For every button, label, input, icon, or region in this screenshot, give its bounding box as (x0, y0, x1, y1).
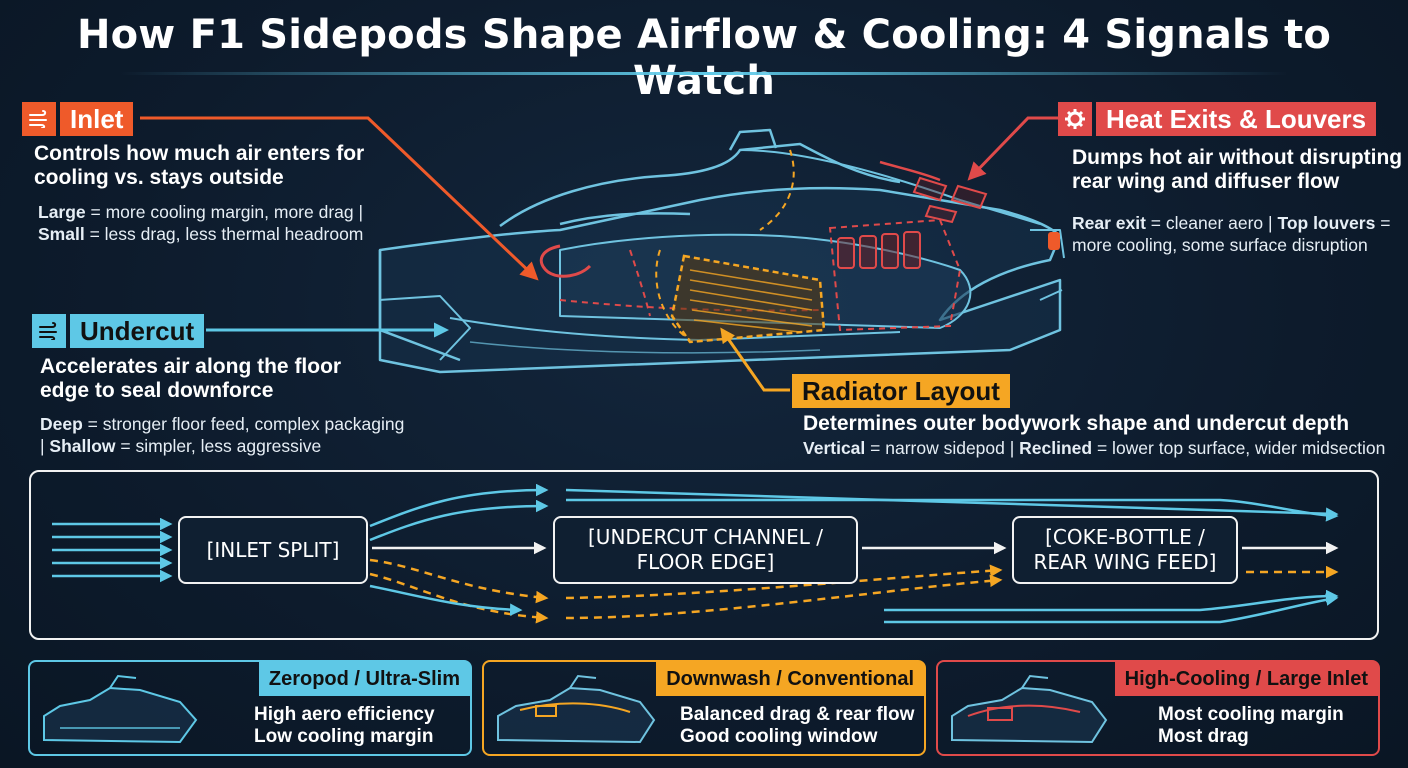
concept-line-1: Balanced drag & rear flow (680, 704, 915, 725)
undercut-node-line-2: FLOOR EDGE] (636, 550, 775, 574)
heat-exits-description: Dumps hot air without disrupting rear wi… (1072, 146, 1402, 194)
airflow-icon (32, 314, 66, 348)
inlet-split-node: [INLET SPLIT] (178, 516, 368, 584)
reclined-text: = lower top surface, wider midsection (1092, 438, 1386, 458)
radiator-header: Radiator Layout (792, 374, 1010, 408)
concept-card-zeropod: Zeropod / Ultra-Slim High aero efficienc… (28, 660, 472, 756)
airflow-path-panel (29, 470, 1379, 640)
page-title: How F1 Sidepods Shape Airflow & Cooling:… (76, 12, 1332, 104)
inlet-desc-line-1: Controls how much air enters for (34, 142, 365, 165)
concept-name: High-Cooling / Large Inlet (1114, 662, 1378, 696)
undercut-label: Undercut (70, 314, 205, 348)
inlet-header: Inlet (22, 102, 134, 136)
concept-name: Zeropod / Ultra-Slim (258, 662, 470, 696)
concept-card-downwash: Downwash / Conventional Balanced drag & … (482, 660, 926, 756)
undercut-node-line-1: [UNDERCUT CHANNEL / (588, 525, 823, 549)
gear-icon (1058, 102, 1092, 136)
inlet-description: Controls how much air enters for cooling… (34, 142, 364, 190)
coke-node-line-1: [COKE-BOTTLE / (1045, 525, 1205, 549)
heat-exits-header: Heat Exits & Louvers (1058, 102, 1377, 136)
louvers (837, 231, 921, 269)
coke-node-line-2: REAR WING FEED] (1033, 550, 1217, 574)
radiator-core (670, 254, 826, 344)
rear-exit-key: Rear exit (1072, 213, 1146, 233)
undercut-header: Undercut (32, 314, 205, 348)
concept-line-2: Good cooling window (680, 726, 878, 747)
heat-desc-line-1: Dumps hot air without disrupting (1072, 146, 1403, 169)
undercut-description: Accelerates air along the floor edge to … (40, 355, 341, 403)
coke-bottle-node: [COKE-BOTTLE / REAR WING FEED] (1012, 516, 1238, 584)
undercut-channel-node: [UNDERCUT CHANNEL / FLOOR EDGE] (553, 516, 858, 584)
inlet-label: Inlet (60, 102, 134, 136)
rear-exit-text: = cleaner aero | (1145, 213, 1278, 233)
inlet-small-text: = less drag, less thermal headroom (84, 224, 364, 244)
heat-desc-line-2: rear wing and diffuser flow (1072, 170, 1340, 193)
undercut-desc-line-1: Accelerates air along the floor (40, 355, 342, 378)
radiator-label: Radiator Layout (792, 374, 1010, 408)
shallow-text: = simpler, less aggressive (115, 436, 322, 456)
radiator-description: Determines outer bodywork shape and unde… (803, 412, 1350, 435)
concept-line-1: High aero efficiency (254, 704, 435, 725)
reclined-key: Reclined (1019, 438, 1093, 458)
inlet-large-text: = more cooling margin, more drag | (85, 202, 364, 222)
radiator-detail: Vertical = narrow sidepod | Reclined = l… (803, 437, 1385, 459)
heat-exits-label: Heat Exits & Louvers (1096, 102, 1377, 136)
inlet-mouth (539, 244, 592, 278)
top-louvers-text-cont: more cooling, some surface disruption (1072, 235, 1368, 255)
concept-line-1: Most cooling margin (1158, 704, 1344, 725)
undercut-detail: Deep = stronger floor feed, complex pack… (40, 413, 404, 457)
top-louvers-key: Top louvers (1277, 213, 1376, 233)
concept-card-high-cooling: High-Cooling / Large Inlet Most cooling … (936, 660, 1380, 756)
deep-key: Deep (40, 414, 83, 434)
inlet-large-key: Large (38, 202, 86, 222)
radiator-callout-arrow (720, 327, 790, 392)
shallow-prefix: | (40, 436, 50, 456)
heat-exits-detail: Rear exit = cleaner aero | Top louvers =… (1072, 212, 1390, 256)
heat-callout-arrow (967, 116, 1058, 181)
vertical-key: Vertical (803, 438, 866, 458)
shallow-key: Shallow (49, 436, 116, 456)
airflow-icon (22, 102, 56, 136)
inlet-desc-line-2: cooling vs. stays outside (34, 166, 284, 189)
inlet-small-key: Small (38, 224, 85, 244)
concept-line-2: Most drag (1158, 726, 1249, 747)
undercut-desc-line-2: edge to seal downforce (40, 379, 274, 402)
inlet-detail: Large = more cooling margin, more drag |… (38, 201, 363, 245)
car-illustration (378, 128, 1065, 374)
vertical-text: = narrow sidepod | (865, 438, 1020, 458)
deep-text: = stronger floor feed, complex packaging (82, 414, 405, 434)
title-divider (120, 72, 1288, 75)
concept-line-2: Low cooling margin (254, 726, 434, 747)
top-louvers-text: = (1375, 213, 1391, 233)
concept-name: Downwash / Conventional (656, 662, 924, 696)
